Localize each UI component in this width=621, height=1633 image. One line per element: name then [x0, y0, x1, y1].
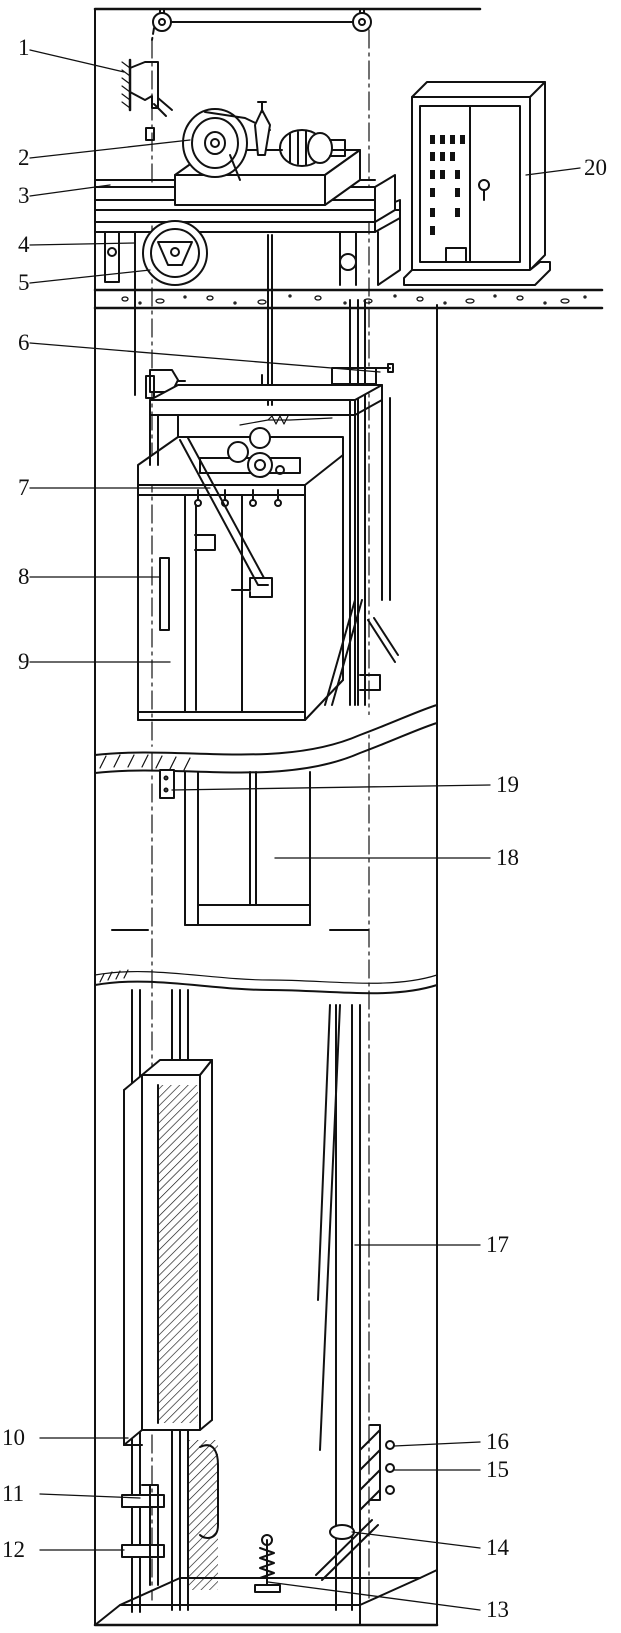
callout-17: 17	[486, 1232, 509, 1257]
callout-12: 12	[2, 1537, 25, 1562]
limit-switches	[359, 1424, 395, 1511]
control-cabinet	[403, 81, 551, 286]
callout-1: 1	[18, 35, 30, 60]
callout-10: 10	[2, 1425, 25, 1450]
top-pulleys	[151, 8, 372, 41]
callout-3: 3	[18, 183, 30, 208]
callout-9: 9	[18, 649, 30, 674]
counterweight	[123, 1059, 213, 1446]
speed-governor	[121, 58, 173, 141]
landing-door	[159, 769, 311, 926]
counterweight-buffer	[121, 1440, 219, 1590]
callout-11: 11	[2, 1481, 25, 1506]
machine-room-floor	[93, 288, 604, 310]
callout-19: 19	[496, 772, 519, 797]
shaft-section-cut	[94, 969, 438, 995]
callout-13: 13	[486, 1597, 509, 1622]
callout-7: 7	[18, 475, 30, 500]
car-guide-rails	[349, 299, 366, 706]
callout-5: 5	[18, 270, 30, 295]
car-crosshead	[149, 374, 383, 416]
callout-2: 2	[18, 145, 30, 170]
pit-floor	[93, 1539, 439, 1627]
callout-20: 20	[584, 155, 607, 180]
leader-lines	[29, 49, 581, 1611]
callout-6: 6	[18, 330, 30, 355]
centre-lines	[151, 29, 370, 1601]
callout-15: 15	[486, 1457, 509, 1482]
callout-16: 16	[486, 1429, 509, 1454]
elevator-car	[137, 414, 344, 721]
car-buffer	[254, 1534, 281, 1593]
diverter-sheave	[94, 220, 376, 406]
traction-machine	[174, 101, 361, 206]
callout-4: 4	[18, 232, 30, 257]
callout-18: 18	[496, 845, 519, 870]
callout-14: 14	[486, 1535, 509, 1560]
landing-floor-cut	[94, 704, 438, 774]
callout-8: 8	[18, 564, 30, 589]
